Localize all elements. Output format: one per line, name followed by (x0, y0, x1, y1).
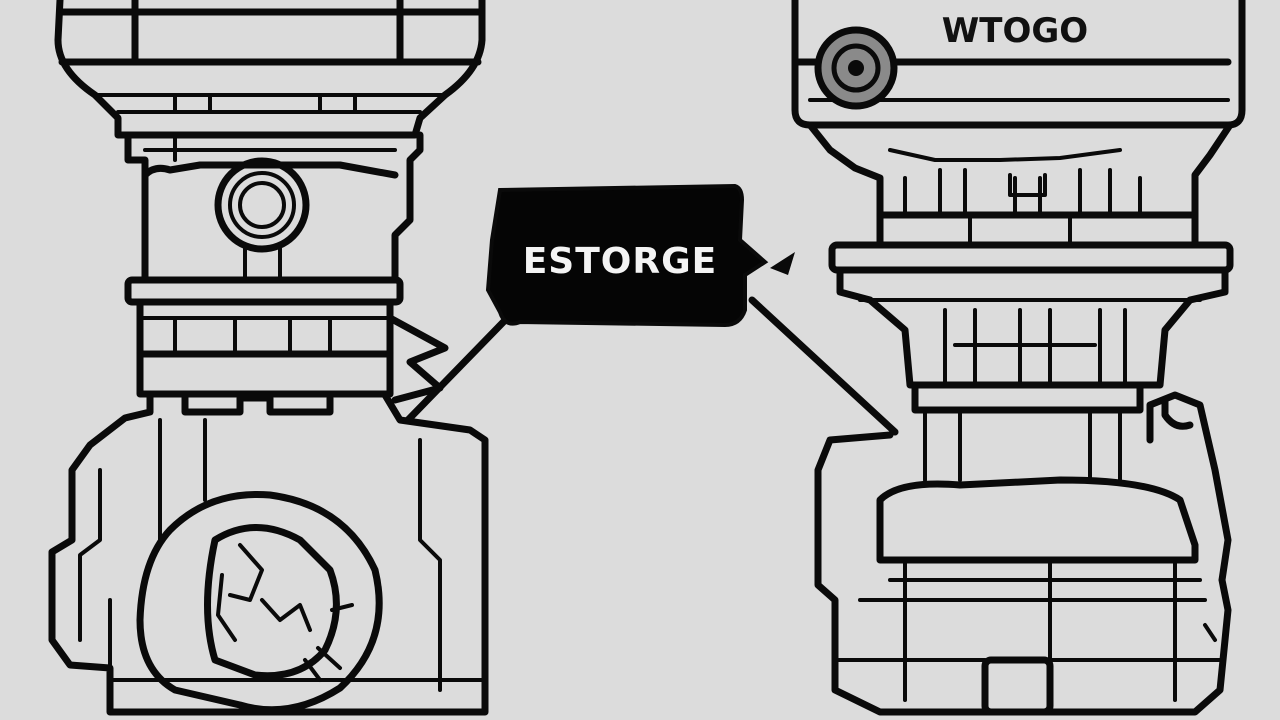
right-knob (814, 26, 898, 110)
left-engine (48, 0, 489, 716)
left-upper-body (124, 131, 424, 284)
left-crankcase (48, 390, 489, 716)
callout-leader-left (404, 306, 519, 424)
left-flywheel (136, 490, 383, 714)
left-top-housing (54, 0, 486, 139)
right-collar (828, 241, 1234, 389)
left-bracket-arrow (386, 314, 449, 404)
right-lower-body (814, 381, 1232, 716)
left-port-ring (214, 157, 310, 253)
callout-label-box (485, 183, 769, 328)
callout-arrowhead-right (770, 252, 795, 275)
left-collar (124, 276, 404, 398)
brand-label: WTOGO (942, 11, 1088, 51)
callout: ESTORGE (404, 183, 899, 436)
right-mid-housing (806, 121, 1234, 249)
callout-leader-right (748, 296, 899, 436)
callout-label: ESTORGE (523, 241, 718, 282)
right-engine (791, 0, 1246, 716)
